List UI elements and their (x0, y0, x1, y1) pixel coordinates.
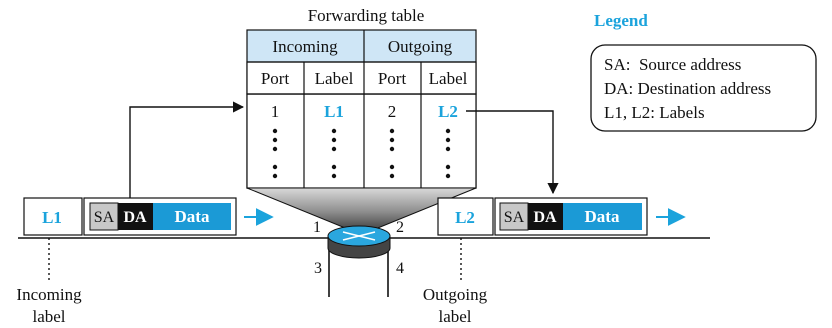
forwarding-table-title: Forwarding table (308, 6, 425, 25)
router-port-3: 3 (314, 260, 322, 277)
table-to-outgoing-arrow (466, 110, 559, 195)
incoming-packet: L1 SA DA Data (23, 197, 274, 236)
outgoing-label-text: L2 (455, 208, 475, 227)
outgoing-sa-text: SA (504, 209, 525, 226)
legend: Legend SA: Source address DA: Destinatio… (590, 11, 817, 132)
incoming-da-field (118, 203, 153, 230)
incoming-data-field (153, 203, 231, 230)
outgoing-packet: L2 SA DA Data (437, 197, 686, 236)
cell-out-port: 2 (388, 102, 397, 121)
column-header-out-label: Label (429, 69, 468, 88)
legend-item-da: DA: Destination address (604, 79, 771, 98)
legend-item-labels: L1, L2: Labels (604, 103, 705, 122)
cell-out-label: L2 (438, 102, 458, 121)
ellipsis-row (272, 128, 451, 179)
outgoing-da-field (528, 203, 563, 230)
incoming-label-caption-line2: label (32, 307, 65, 326)
legend-box (590, 44, 817, 132)
legend-item-sa: SA: Source address (604, 55, 741, 74)
column-header-in-port: Port (261, 69, 290, 88)
outgoing-label-caption-line2: label (438, 307, 471, 326)
column-header-out-port: Port (378, 69, 407, 88)
incoming-sa-field (89, 202, 119, 231)
incoming-label-box (23, 197, 83, 236)
group-header-outgoing: Outgoing (388, 37, 453, 56)
router-port-1: 1 (313, 219, 321, 236)
column-header-in-label: Label (315, 69, 354, 88)
router-port-2: 2 (396, 219, 404, 236)
incoming-to-table-arrow (129, 101, 245, 198)
cell-in-label: L1 (324, 102, 344, 121)
column-header-row (246, 61, 477, 95)
incoming-label-text: L1 (42, 208, 62, 227)
forwarding-table: Forwarding table Incoming Outgoing Port … (246, 6, 477, 233)
outgoing-label-box (437, 197, 494, 236)
router-port-4: 4 (396, 260, 404, 277)
router-icon: 1 2 3 4 (313, 219, 404, 297)
outgoing-data-field (563, 203, 642, 230)
incoming-sa-text: SA (94, 209, 115, 226)
group-header-incoming: Incoming (272, 37, 338, 56)
outgoing-data-text: Data (585, 207, 620, 226)
incoming-data-text: Data (175, 207, 210, 226)
outgoing-sa-field (499, 202, 529, 231)
legend-title: Legend (594, 11, 648, 30)
incoming-da-text: DA (123, 209, 147, 226)
outgoing-label-caption-line1: Outgoing (423, 285, 488, 304)
outgoing-da-text: DA (533, 209, 557, 226)
cell-in-port: 1 (271, 102, 280, 121)
incoming-label-caption-line1: Incoming (16, 285, 82, 304)
router-cross-arrows (342, 231, 376, 241)
